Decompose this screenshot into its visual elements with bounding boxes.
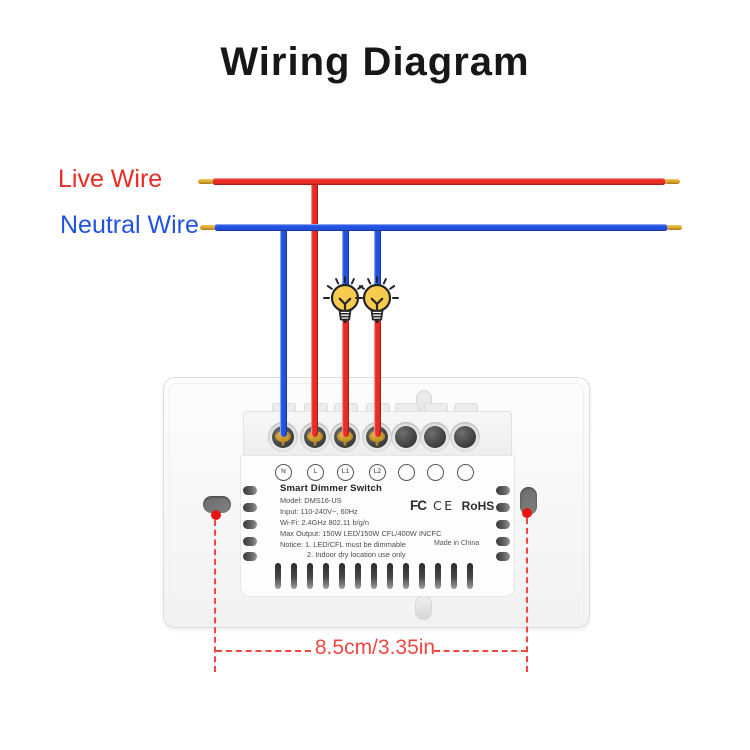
- wire-tip: [665, 179, 680, 184]
- dimension-extension-line: [214, 520, 216, 672]
- terminal-hole: [454, 426, 476, 448]
- light-bulb-icon: [355, 276, 399, 323]
- comb-slot: [339, 563, 345, 589]
- mounting-ear-bottom: [415, 596, 432, 620]
- certification-marks: FC CE RoHS: [410, 498, 494, 513]
- dimension-marker-dot: [211, 510, 221, 520]
- wire-tip: [200, 225, 215, 230]
- live-wire-label: Live Wire: [58, 165, 163, 193]
- terminal-label-l1: L1: [337, 464, 354, 481]
- comb-slot: [403, 563, 409, 589]
- bare-wire-end: [342, 436, 348, 446]
- bare-wire-end: [374, 436, 380, 446]
- ce-mark: CE: [433, 498, 455, 513]
- comb-slot: [355, 563, 361, 589]
- spec-model: Model: DMS16-US: [280, 496, 342, 505]
- vent-slot: [243, 503, 257, 512]
- terminal-indicator: [427, 464, 444, 481]
- dimension-line: [434, 650, 527, 652]
- mounting-slot-left: [203, 496, 231, 513]
- comb-slot: [275, 563, 281, 589]
- comb-slot: [435, 563, 441, 589]
- vent-slot: [243, 486, 257, 495]
- comb-slot: [371, 563, 377, 589]
- made-in-china-label: Made in China: [434, 540, 480, 547]
- rohs-mark: RoHS: [461, 498, 495, 513]
- vent-slot: [243, 520, 257, 529]
- neutral-wire: [200, 224, 682, 231]
- spec-wifi: Wi-Fi: 2.4GHz 802.11 b/g/n: [280, 518, 369, 527]
- comb-slot: [323, 563, 329, 589]
- vent-slot: [496, 537, 510, 546]
- vent-slot: [243, 537, 257, 546]
- neutral-wire-drop: [280, 224, 287, 437]
- bulb2-feed-wire: [374, 224, 381, 290]
- vent-slot: [496, 552, 510, 561]
- comb-slot: [387, 563, 393, 589]
- terminal-unused: [391, 422, 421, 452]
- bare-wire-end: [312, 436, 318, 446]
- spec-notice-2: 2. Indoor dry location use only: [307, 550, 406, 559]
- bulb1-load-wire: [342, 318, 349, 437]
- live-wire: [198, 178, 680, 185]
- terminal-indicator: [398, 464, 415, 481]
- bulb1-feed-wire: [342, 224, 349, 290]
- terminal-label-l2: L2: [369, 464, 386, 481]
- wire-tip: [667, 225, 682, 230]
- spec-output: Max Output: 150W LED/150W CFL/400W INCFC: [280, 529, 442, 538]
- vent-slot: [496, 520, 510, 529]
- dimension-line: [216, 650, 311, 652]
- terminal-hole: [395, 426, 417, 448]
- terminal-indicator: [457, 464, 474, 481]
- comb-slot: [467, 563, 473, 589]
- vent-slot: [243, 552, 257, 561]
- wire-tip: [198, 179, 213, 184]
- neutral-wire-label: Neutral Wire: [60, 211, 199, 239]
- bare-wire-end: [280, 436, 286, 446]
- terminal-unused: [450, 422, 480, 452]
- page-title: Wiring Diagram: [220, 40, 530, 84]
- comb-slot: [291, 563, 297, 589]
- spec-input: Input: 110-240V~, 60Hz: [280, 507, 358, 516]
- device-name: Smart Dimmer Switch: [280, 483, 382, 494]
- spec-notice-1: Notice: 1. LED/CFL must be dimmable: [280, 540, 406, 549]
- dimension-marker-dot: [522, 508, 532, 518]
- comb-slot: [451, 563, 457, 589]
- terminal-hole: [424, 426, 446, 448]
- dimension-extension-line: [526, 518, 528, 672]
- vent-slot: [496, 486, 510, 495]
- live-wire-drop: [311, 178, 318, 437]
- fcc-mark: FC: [410, 498, 427, 513]
- terminal-label-n: N: [275, 464, 292, 481]
- comb-slot: [419, 563, 425, 589]
- dimension-label: 8.5cm/3.35in: [314, 636, 436, 659]
- vent-slot: [496, 503, 510, 512]
- terminal-label-l: L: [307, 464, 324, 481]
- bulb2-load-wire: [374, 318, 381, 437]
- terminal-unused: [420, 422, 450, 452]
- light-bulb-icon: [323, 276, 367, 323]
- comb-slot: [307, 563, 313, 589]
